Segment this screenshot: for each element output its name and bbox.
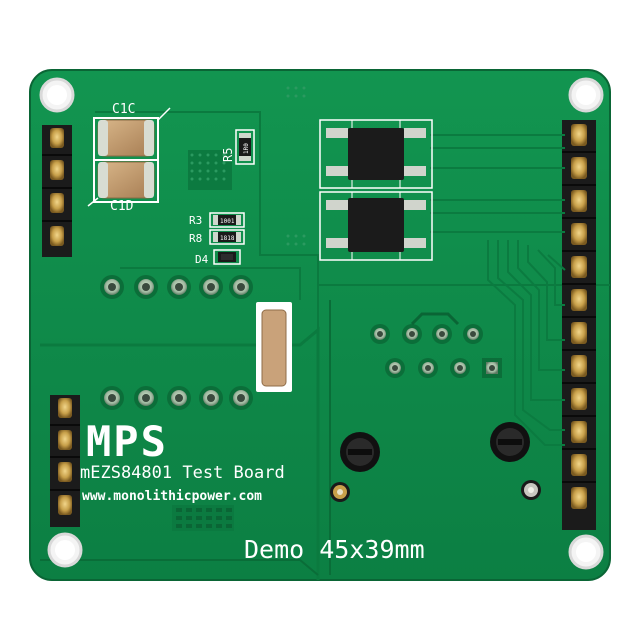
trimmer-potentiometer-right: [490, 422, 541, 500]
pcb-board: [29, 69, 611, 581]
label-c1d: C1D: [110, 199, 134, 214]
through-hole-cluster-right: [370, 312, 502, 378]
board-title: mEZS84801 Test Board: [80, 463, 285, 483]
capacitor-c1d: [93, 159, 159, 203]
crystal-component: [256, 302, 292, 392]
r3-code: 1001: [220, 218, 235, 225]
header-left-bottom: [50, 395, 80, 527]
label-d4: D4: [195, 253, 209, 266]
bottom-pad-grid: [172, 505, 234, 531]
label-r3: R3: [189, 214, 202, 227]
through-hole-row-lower: [100, 386, 253, 410]
r5-code: 1R0: [243, 143, 250, 154]
r8-code: 1818: [220, 235, 235, 242]
board-website: www.monolithicpower.com: [82, 489, 262, 504]
through-hole-row-upper: [100, 275, 253, 299]
resistor-r5: 1R0: [235, 129, 255, 165]
mosfet-top: [319, 119, 433, 189]
header-right: [562, 120, 596, 530]
label-r5: R5: [221, 148, 235, 162]
board-dimensions: Demo 45x39mm: [244, 535, 425, 564]
resistor-r3: 1001: [209, 212, 245, 228]
capacitor-c1c: [93, 117, 159, 161]
resistor-r8: 1818: [209, 229, 245, 245]
mps-logo: MPS: [86, 417, 168, 466]
label-c1c: C1C: [112, 102, 135, 117]
mounting-holes: [39, 77, 604, 570]
diode-d4: [213, 249, 241, 265]
mosfet-bottom: [319, 191, 433, 261]
label-r8: R8: [189, 232, 202, 245]
via-grid: [190, 86, 306, 246]
signal-traces: [430, 134, 566, 446]
trimmer-potentiometer-left: [330, 432, 380, 502]
header-left-top: [42, 125, 72, 257]
